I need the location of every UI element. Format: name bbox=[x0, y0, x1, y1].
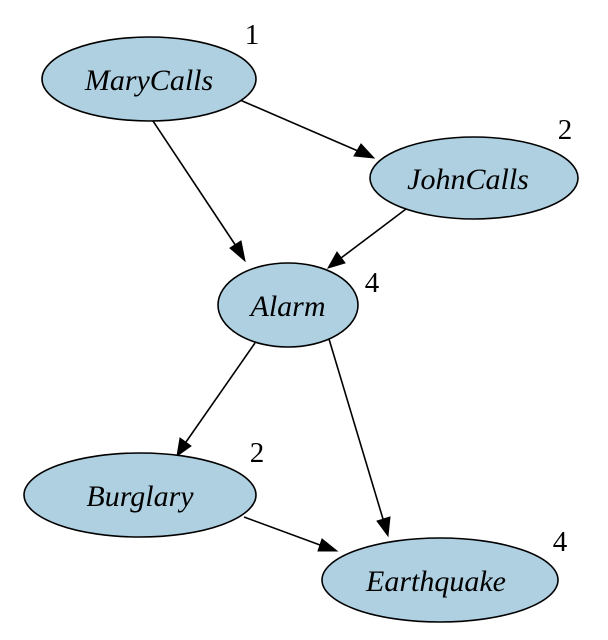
node-alarm[interactable]: Alarm 4 bbox=[217, 262, 380, 348]
edge-alarm-earthquake bbox=[328, 338, 391, 538]
node-johncalls[interactable]: JohnCalls 2 bbox=[369, 114, 579, 220]
node-burglary[interactable]: Burglary 2 bbox=[23, 437, 265, 538]
node-marycalls-label: MaryCalls bbox=[84, 64, 213, 97]
node-marycalls[interactable]: MaryCalls 1 bbox=[41, 19, 260, 122]
node-earthquake-count: 4 bbox=[553, 526, 568, 558]
node-marycalls-shape bbox=[41, 36, 257, 122]
edge-marycalls-johncalls bbox=[239, 99, 376, 159]
node-alarm-count: 4 bbox=[365, 267, 380, 299]
node-alarm-label: Alarm bbox=[249, 290, 326, 323]
node-earthquake[interactable]: Earthquake 4 bbox=[321, 526, 568, 623]
node-johncalls-label: JohnCalls bbox=[407, 163, 529, 196]
node-johncalls-shape bbox=[369, 136, 579, 220]
node-earthquake-shape bbox=[321, 537, 559, 623]
edge-burglary-earthquake bbox=[243, 516, 339, 552]
node-marycalls-count: 1 bbox=[245, 19, 260, 51]
node-earthquake-label: Earthquake bbox=[365, 565, 506, 598]
edge-alarm-burglary bbox=[176, 342, 256, 458]
node-alarm-shape bbox=[217, 262, 359, 348]
node-burglary-count: 2 bbox=[250, 437, 265, 469]
node-burglary-shape bbox=[23, 452, 257, 538]
edge-marycalls-alarm bbox=[152, 120, 246, 263]
edge-johncalls-alarm bbox=[326, 208, 407, 269]
node-burglary-label: Burglary bbox=[86, 480, 194, 513]
edges bbox=[152, 99, 407, 552]
node-johncalls-count: 2 bbox=[558, 114, 573, 146]
